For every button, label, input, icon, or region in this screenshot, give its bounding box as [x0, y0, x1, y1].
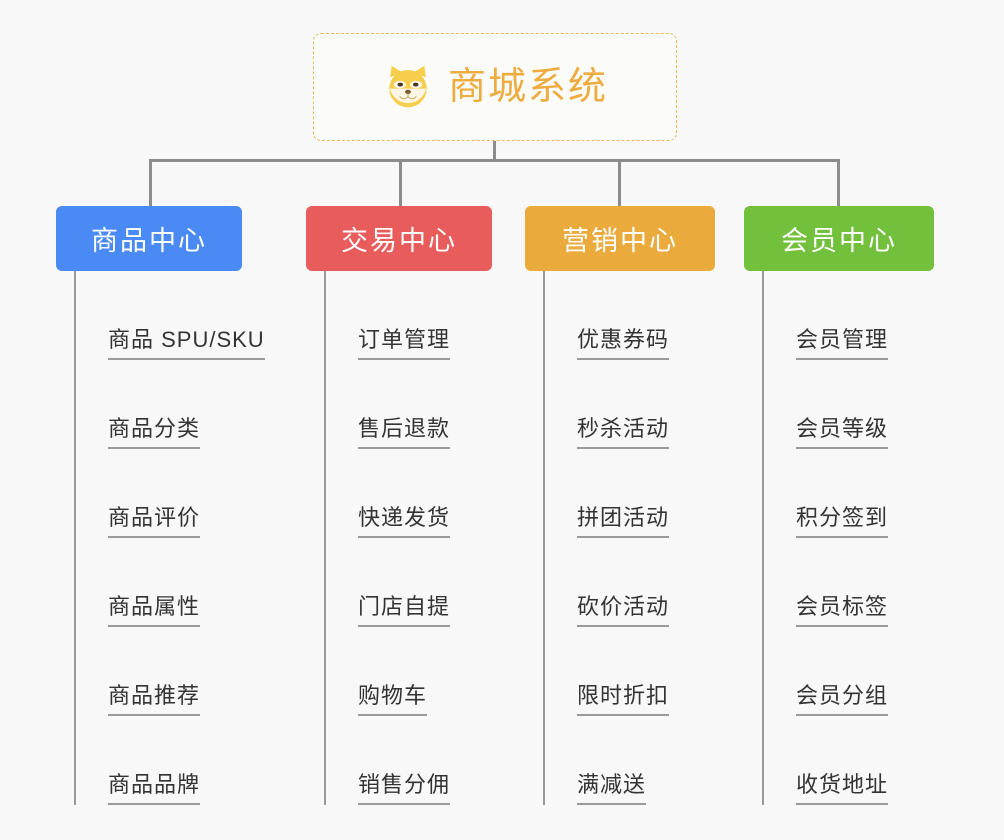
item-label: 订单管理: [358, 326, 451, 360]
item-label: 商品属性: [108, 593, 201, 627]
item-label: 快递发货: [358, 504, 451, 538]
item-label: 会员管理: [796, 326, 889, 360]
list-item[interactable]: 收货地址: [764, 716, 964, 805]
list-item[interactable]: 会员标签: [764, 538, 964, 627]
list-item[interactable]: 商品属性: [76, 538, 276, 627]
item-label: 砍价活动: [577, 593, 670, 627]
item-label: 购物车: [358, 682, 428, 716]
list-item[interactable]: 快递发货: [326, 449, 526, 538]
list-item[interactable]: 销售分佣: [326, 716, 526, 805]
list-item[interactable]: 商品品牌: [76, 716, 276, 805]
shiba-dog-face-icon: [389, 65, 427, 108]
item-list-trade-center: 订单管理 售后退款 快递发货 门店自提 购物车 销售分佣: [324, 271, 526, 805]
item-list-product-center: 商品 SPU/SKU 商品分类 商品评价 商品属性 商品推荐 商品品牌: [74, 271, 276, 805]
category-header-marketing-center[interactable]: 营销中心: [525, 206, 715, 271]
list-item[interactable]: 会员分组: [764, 627, 964, 716]
item-label: 满减送: [577, 771, 647, 805]
connector-drop-product-center: [149, 159, 152, 207]
category-title: 商品中心: [91, 226, 207, 256]
item-label: 商品 SPU/SKU: [108, 326, 265, 360]
item-label: 会员标签: [796, 593, 889, 627]
item-label: 会员分组: [796, 682, 889, 716]
list-item[interactable]: 积分签到: [764, 449, 964, 538]
connector-bus-bar: [149, 159, 840, 162]
item-label: 商品分类: [108, 415, 201, 449]
connector-drop-member-center: [837, 159, 840, 207]
branch-trade-center: 交易中心 订单管理 售后退款 快递发货 门店自提 购物车 销售分佣: [306, 206, 526, 805]
list-item[interactable]: 订单管理: [326, 271, 526, 360]
category-header-product-center[interactable]: 商品中心: [56, 206, 242, 271]
connector-drop-trade-center: [399, 159, 402, 207]
category-header-trade-center[interactable]: 交易中心: [306, 206, 492, 271]
list-item[interactable]: 商品 SPU/SKU: [76, 271, 276, 360]
item-label: 拼团活动: [577, 504, 670, 538]
list-item[interactable]: 会员等级: [764, 360, 964, 449]
branch-member-center: 会员中心 会员管理 会员等级 积分签到 会员标签 会员分组 收货地址: [744, 206, 964, 805]
root-title: 商城系统: [447, 66, 608, 108]
item-label: 商品评价: [108, 504, 201, 538]
item-label: 限时折扣: [577, 682, 670, 716]
branch-marketing-center: 营销中心 优惠券码 秒杀活动 拼团活动 砍价活动 限时折扣 满减送: [525, 206, 745, 805]
item-label: 优惠券码: [577, 326, 670, 360]
list-item[interactable]: 限时折扣: [545, 627, 745, 716]
connector-root-stem: [493, 141, 496, 161]
item-list-member-center: 会员管理 会员等级 积分签到 会员标签 会员分组 收货地址: [762, 271, 964, 805]
category-title: 营销中心: [562, 226, 678, 256]
item-label: 售后退款: [358, 415, 451, 449]
item-label: 销售分佣: [358, 771, 451, 805]
item-label: 会员等级: [796, 415, 889, 449]
list-item[interactable]: 购物车: [326, 627, 526, 716]
item-label: 积分签到: [796, 504, 889, 538]
list-item[interactable]: 门店自提: [326, 538, 526, 627]
category-header-member-center[interactable]: 会员中心: [744, 206, 934, 271]
item-label: 收货地址: [796, 771, 889, 805]
category-title: 交易中心: [341, 226, 457, 256]
branch-product-center: 商品中心 商品 SPU/SKU 商品分类 商品评价 商品属性 商品推荐 商品品牌: [56, 206, 276, 805]
item-label: 门店自提: [358, 593, 451, 627]
list-item[interactable]: 商品推荐: [76, 627, 276, 716]
list-item[interactable]: 会员管理: [764, 271, 964, 360]
list-item[interactable]: 商品分类: [76, 360, 276, 449]
list-item[interactable]: 优惠券码: [545, 271, 745, 360]
item-label: 秒杀活动: [577, 415, 670, 449]
item-label: 商品推荐: [108, 682, 201, 716]
list-item[interactable]: 秒杀活动: [545, 360, 745, 449]
root-node[interactable]: 商城系统: [313, 33, 677, 141]
item-list-marketing-center: 优惠券码 秒杀活动 拼团活动 砍价活动 限时折扣 满减送: [543, 271, 745, 805]
connector-drop-marketing-center: [618, 159, 621, 207]
item-label: 商品品牌: [108, 771, 201, 805]
list-item[interactable]: 砍价活动: [545, 538, 745, 627]
list-item[interactable]: 拼团活动: [545, 449, 745, 538]
category-title: 会员中心: [781, 226, 897, 256]
list-item[interactable]: 满减送: [545, 716, 745, 805]
list-item[interactable]: 商品评价: [76, 449, 276, 538]
list-item[interactable]: 售后退款: [326, 360, 526, 449]
